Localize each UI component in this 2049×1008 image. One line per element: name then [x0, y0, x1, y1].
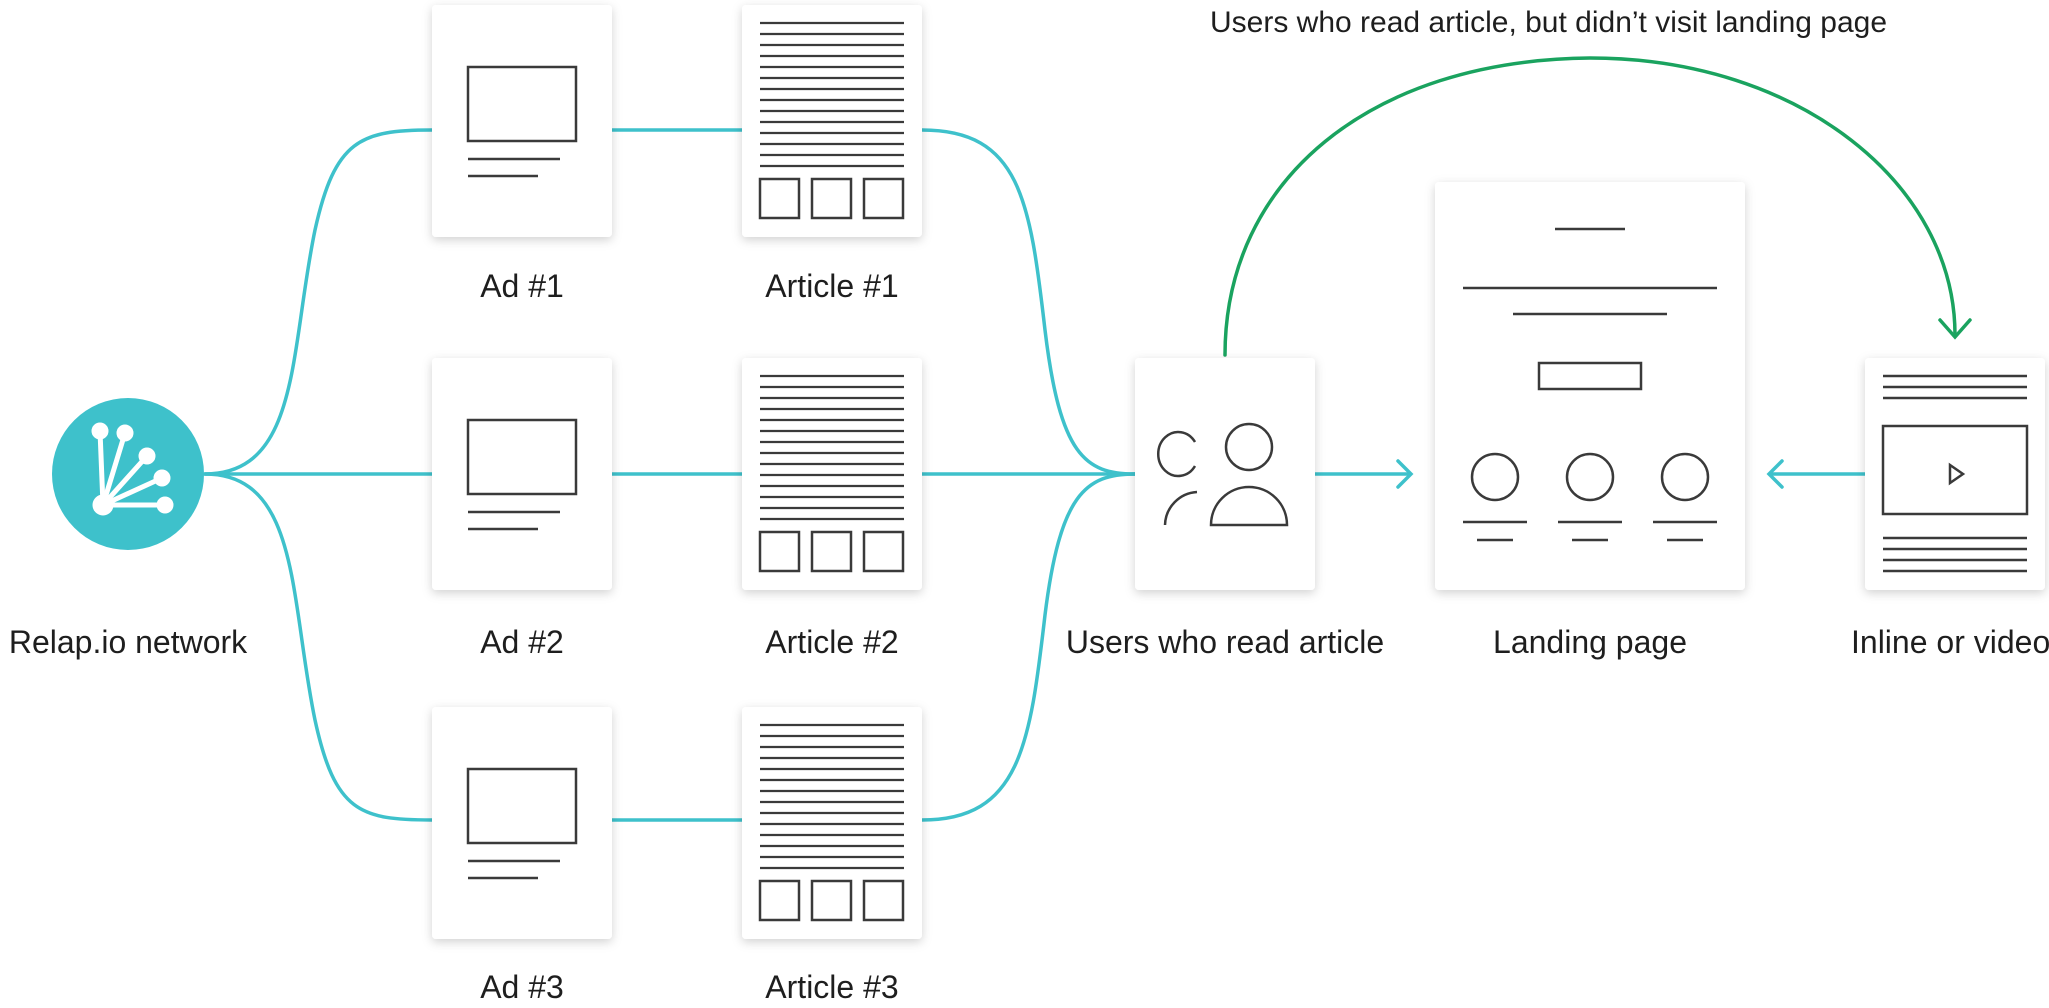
inline-card-bg	[1865, 358, 2045, 590]
users-label: Users who read article	[1065, 624, 1385, 660]
retarget-arc-head	[1938, 318, 1972, 340]
ad-card-2-image	[466, 418, 578, 496]
network-label: Relap.io network	[8, 624, 248, 660]
connector-article1-users	[920, 128, 1137, 476]
article-label-1: Article #1	[765, 268, 899, 304]
landing-card	[1435, 182, 1745, 590]
users-card	[1135, 358, 1315, 590]
article-card-2-thumbs	[758, 530, 905, 573]
users-icon	[1157, 422, 1289, 527]
users-card-bg	[1135, 358, 1315, 590]
article-card-1-text	[760, 21, 904, 168]
network-hub	[52, 398, 204, 550]
arrow-users-to-landing-head	[1396, 459, 1414, 489]
inline-card	[1865, 358, 2045, 590]
arrow-inline-to-landing-head	[1766, 459, 1784, 489]
landing-feature-1	[1470, 452, 1520, 502]
landing-card-bg	[1435, 182, 1745, 590]
landing-feature-3	[1660, 452, 1710, 502]
ad-card-1-bg	[432, 5, 612, 237]
connectors	[203, 128, 1867, 822]
retarget-arc-path	[1223, 56, 1957, 357]
inline-video-frame	[1881, 424, 2029, 516]
ad-label-1: Ad #1	[480, 268, 564, 304]
landing-cta-button	[1537, 361, 1643, 391]
ad-card-3-image	[466, 767, 578, 845]
retarget-arc	[1223, 56, 1972, 357]
article-label-3: Article #3	[765, 969, 899, 1005]
ad-card-1	[432, 5, 612, 237]
article-card-1	[742, 5, 922, 237]
article-label-2: Article #2	[765, 624, 899, 660]
article-card-3-text	[760, 723, 904, 870]
article-card-3-thumbs	[758, 879, 905, 922]
ad-card-2-bg	[432, 358, 612, 590]
ad-card-2	[432, 358, 612, 590]
ad-label-2: Ad #2	[480, 624, 564, 660]
article-card-1-thumbs	[758, 177, 905, 220]
landing-label: Landing page	[1493, 624, 1687, 660]
connector-network-ad1	[203, 128, 434, 476]
connector-article3-users	[920, 472, 1137, 822]
article-card-2	[742, 358, 922, 590]
ad-card-1-image	[466, 65, 578, 143]
ad-label-3: Ad #3	[480, 969, 564, 1005]
landing-feature-2	[1565, 452, 1615, 502]
network-hub-icon	[91, 422, 174, 516]
article-card-2-text	[760, 374, 904, 521]
inline-label: Inline or video	[1851, 624, 2049, 660]
retarget-label: Users who read article, but didn’t visit…	[1210, 6, 1888, 39]
play-icon	[1948, 462, 1966, 486]
article-card-3	[742, 707, 922, 939]
ad-card-3-bg	[432, 707, 612, 939]
ad-card-3	[432, 707, 612, 939]
connector-network-ad3	[203, 472, 434, 822]
